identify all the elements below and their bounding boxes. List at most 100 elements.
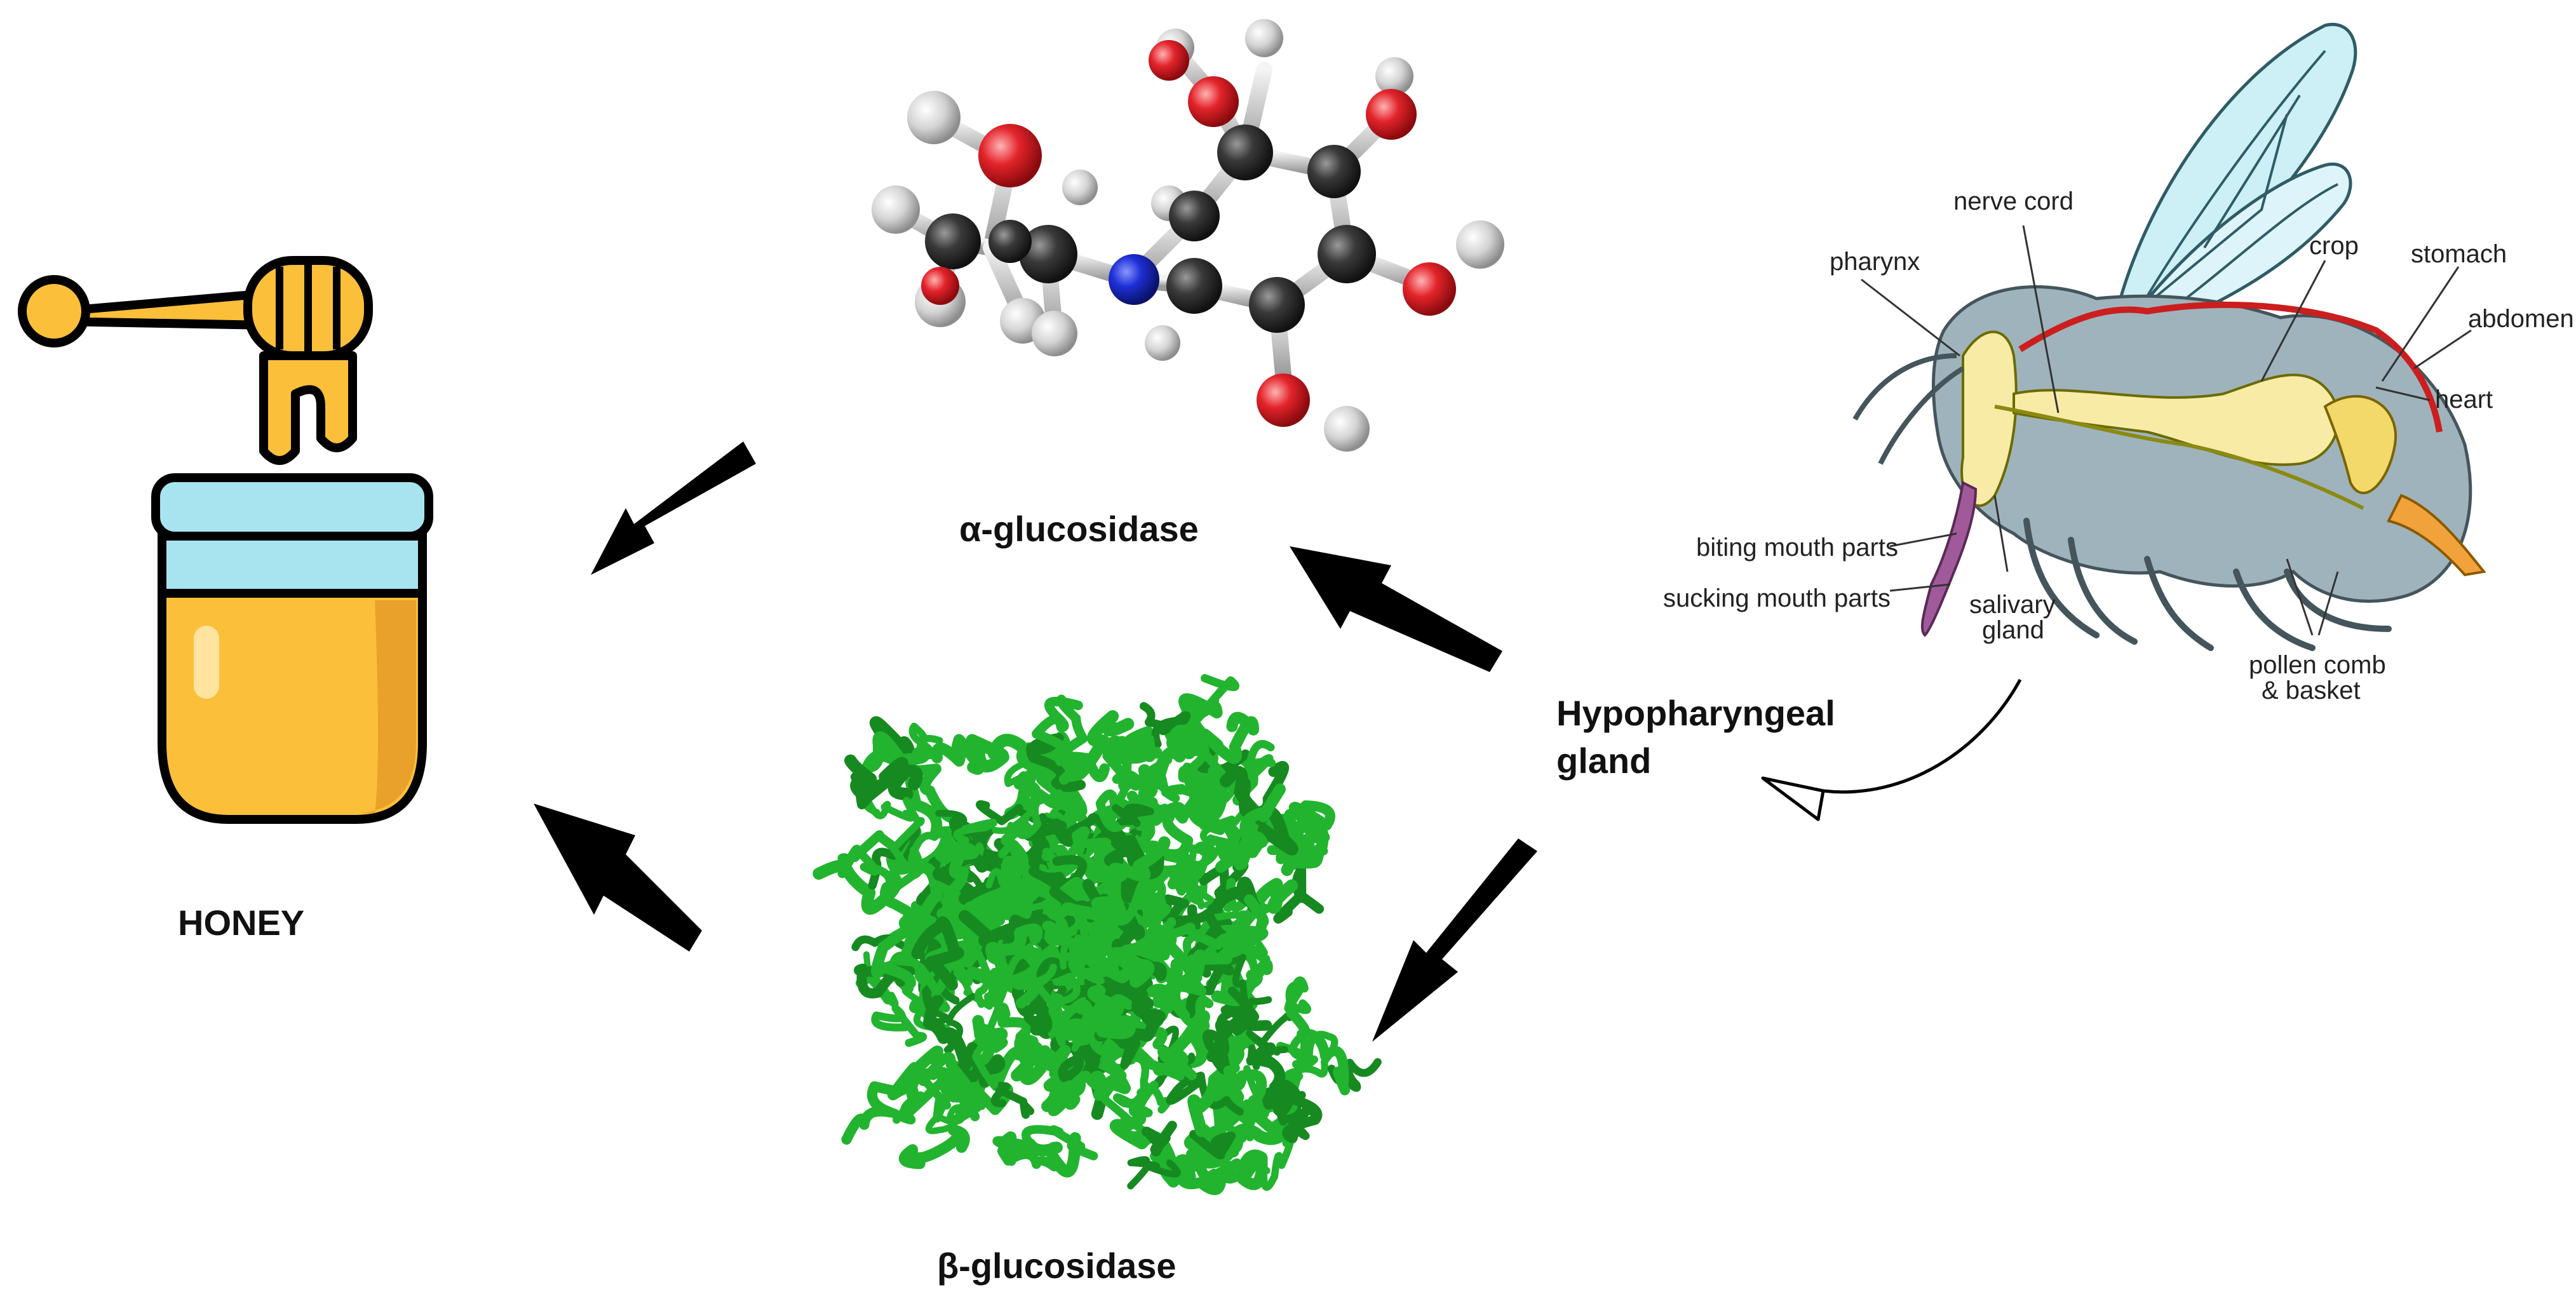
protein-ribbon-strand: [868, 824, 920, 890]
bee-label-sucking-mouth-parts: sucking mouth parts: [1663, 584, 1891, 612]
protein-ribbon-strand: [1071, 1004, 1118, 1052]
protein-ribbon-strand: [1032, 696, 1083, 766]
label-honey: HONEY: [178, 903, 305, 943]
protein-ribbon-strand: [908, 722, 943, 760]
bee-label-pharynx: pharynx: [1830, 248, 1920, 276]
label-hypopharyngeal: Hypopharyngeal: [1556, 693, 1835, 733]
protein-ribbon-strand: [1112, 1080, 1159, 1118]
bee-label-biting-mouth-parts: biting mouth parts: [1696, 534, 1898, 562]
protein-ribbon-strand: [1177, 724, 1239, 792]
arrow-beta-to-honey: [534, 804, 702, 952]
bee-label-leaders: [1861, 225, 2472, 636]
protein-ribbon-strand: [974, 951, 1036, 1008]
protein-ribbon-strand: [887, 1046, 944, 1103]
protein-ribbon-strand: [1159, 812, 1194, 890]
protein-ribbon-strand: [1087, 985, 1136, 1039]
label-gland: gland: [1556, 741, 1652, 781]
protein-ribbon-strand: [1279, 1080, 1323, 1143]
protein-ribbon-strand: [889, 797, 938, 871]
bee-heart: [2018, 302, 2443, 433]
protein-ribbon-strand: [1048, 1042, 1093, 1117]
protein-ribbon-strand: [1141, 1121, 1177, 1157]
protein-ribbon-strand: [861, 731, 929, 773]
bee-wing-back: [2126, 162, 2352, 339]
protein-ribbon-strand: [1220, 1149, 1268, 1190]
protein-ribbon-strand: [1086, 1054, 1131, 1101]
honey-dipper-knob: [18, 275, 90, 347]
honey-jar-icon: [18, 256, 433, 824]
protein-ribbon-strand: [1199, 711, 1259, 764]
protein-ribbon-strand: [1253, 1042, 1293, 1117]
protein-ribbon-strand: [850, 757, 909, 810]
bee-mouth-parts: [1920, 481, 1978, 637]
protein-ribbon-strand: [1233, 783, 1286, 870]
protein-ribbon-strand: [1036, 957, 1097, 1006]
protein-ribbon-strand: [871, 1004, 927, 1047]
protein-ribbon-strand: [1153, 994, 1210, 1076]
honey-jar-lid: [151, 473, 433, 541]
protein-ribbon-strand: [901, 1072, 980, 1122]
protein-ribbon-strand: [1273, 865, 1325, 924]
arrow-bee-to-gland: [1761, 678, 2022, 821]
protein-ribbon-strand: [931, 734, 985, 775]
protein-ribbon-strand: [1223, 1065, 1267, 1113]
bee-stomach: [2323, 394, 2397, 494]
bee-label-pollen-comb: pollen comb: [2249, 651, 2386, 679]
protein-ribbon-strand: [1013, 789, 1082, 840]
bee-label-heart: heart: [2435, 386, 2493, 414]
protein-ribbon-strand: [1121, 920, 1177, 962]
beta-glucosidase-protein-icon: [813, 674, 1382, 1195]
alpha-glucosidase-molecule-icon: [872, 19, 1504, 452]
protein-ribbon-strand: [1243, 740, 1276, 781]
protein-ribbon-strand: [1028, 855, 1088, 899]
protein-ribbon-strand: [1285, 1007, 1350, 1096]
protein-ribbon-strand: [1051, 999, 1096, 1047]
arrows: [534, 441, 1537, 1042]
bee-label-nerve-cord: nerve cord: [1953, 187, 2074, 215]
protein-ribbon-strand: [1284, 976, 1312, 1014]
protein-ribbon-strand: [964, 886, 1022, 928]
bee-label-salivary: salivary: [1969, 591, 2056, 619]
protein-ribbon-strand: [1251, 1136, 1294, 1191]
bee-anatomy-illustration: [1852, 23, 2486, 651]
honey-drip: [259, 351, 357, 465]
protein-ribbon-strand: [972, 1014, 1008, 1051]
arrow-hypo-to-beta: [1372, 838, 1537, 1042]
protein-ribbon-strand: [918, 1052, 982, 1124]
protein-ribbon-strand: [1112, 803, 1154, 827]
protein-ribbon-strand: [1028, 963, 1081, 1007]
protein-ribbon-strand: [997, 1143, 1059, 1172]
arrow-alpha-to-honey: [591, 441, 756, 575]
protein-ribbon-strand: [1042, 877, 1082, 940]
arrow-hypo-to-alpha: [1290, 546, 1502, 672]
protein-ribbon-strand: [1127, 1156, 1181, 1190]
bee-label-stomach: stomach: [2411, 240, 2507, 268]
bee-label-crop: crop: [2309, 232, 2359, 260]
honey-jar-body: [158, 589, 427, 824]
protein-ribbon-strand: [1121, 848, 1164, 903]
bee-label-abdomen: abdomen: [2468, 305, 2574, 333]
protein-ribbon-strand: [1060, 937, 1105, 985]
protein-ribbon-strand: [1189, 1129, 1236, 1160]
bee-nerve-cord: [1994, 405, 2364, 510]
protein-ribbon-strand: [966, 923, 1043, 983]
protein-ribbon-strand: [1229, 1000, 1272, 1036]
protein-ribbon-strand: [911, 916, 964, 991]
honey-dipper-handle: [56, 289, 271, 330]
protein-ribbon-strand: [1058, 751, 1110, 785]
honey-jar-highlight: [194, 626, 219, 699]
protein-ribbon-strand: [976, 800, 1048, 846]
protein-ribbon-strand: [1177, 723, 1211, 791]
protein-ribbon-strand: [1112, 743, 1155, 794]
protein-ribbon-strand: [1166, 1072, 1244, 1116]
bee-label-basket: & basket: [2262, 677, 2361, 704]
protein-ribbon-strand: [1109, 947, 1155, 988]
protein-ribbon-strand: [1150, 769, 1222, 826]
protein-ribbon-strand: [926, 993, 976, 1053]
protein-ribbon-strand: [1163, 917, 1271, 964]
protein-ribbon-strand: [884, 1091, 925, 1125]
protein-ribbon-strand: [870, 912, 924, 989]
protein-ribbon-strand: [1285, 843, 1328, 869]
protein-ribbon-strand: [899, 1124, 970, 1169]
